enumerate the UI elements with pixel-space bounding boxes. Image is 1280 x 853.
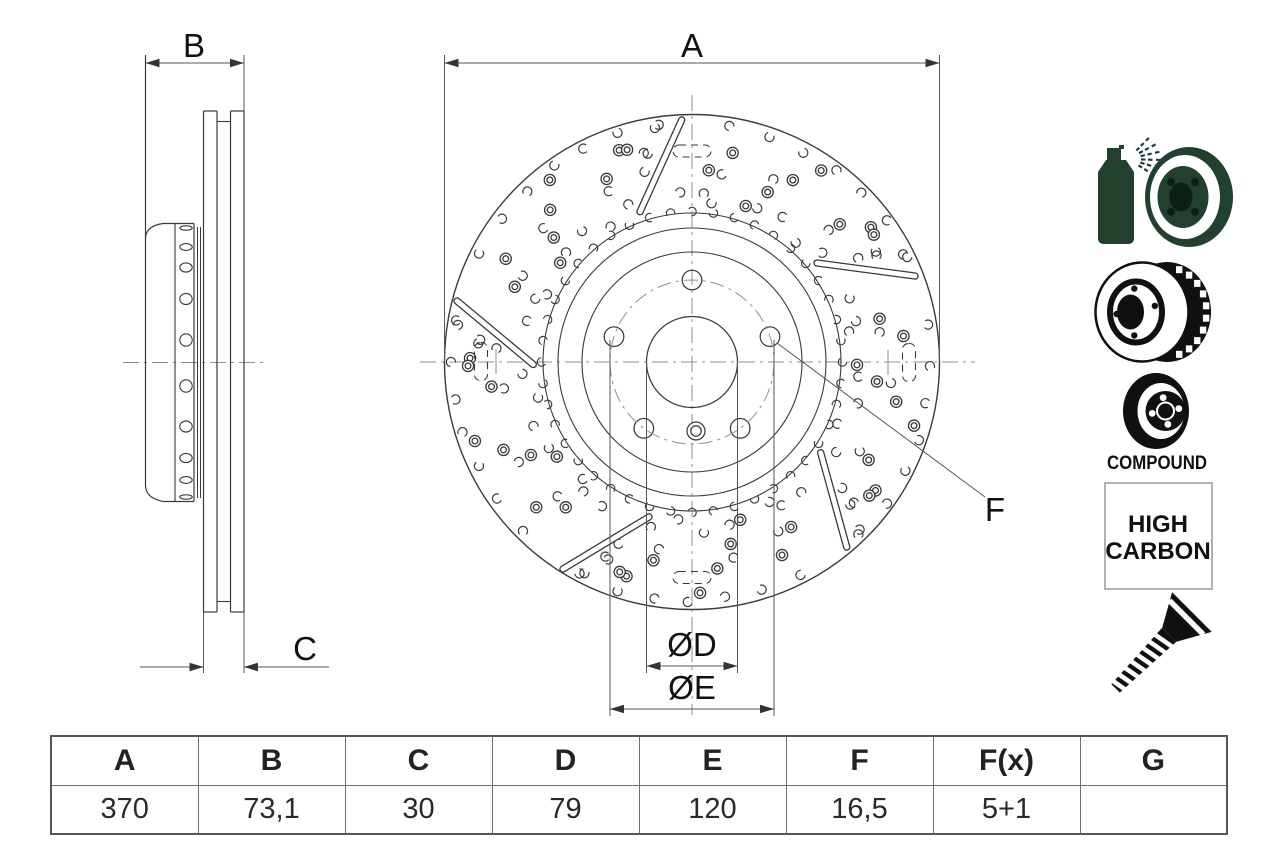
high-carbon-line1: HIGH bbox=[1128, 511, 1188, 538]
brake-disc-technical-drawing: A B C ØD ØE F COMPOUND HIGH CARBON bbox=[123, 27, 1233, 716]
dim-value: 73,1 bbox=[197, 785, 346, 835]
dim-label-outer-diameter: A bbox=[681, 27, 703, 64]
col-header: E bbox=[638, 735, 787, 786]
dimension-table: A B C D E F F(x) G 370 73,1 30 79 120 16… bbox=[50, 735, 1228, 835]
vented-disc-icon bbox=[1094, 261, 1211, 363]
dim-value: 16,5 bbox=[785, 785, 934, 835]
property-icons bbox=[1094, 137, 1233, 697]
compound-disc-icon bbox=[1123, 373, 1189, 449]
dim-value: 79 bbox=[491, 785, 640, 835]
dim-value: 5+1 bbox=[932, 785, 1081, 835]
dim-value bbox=[1079, 785, 1228, 835]
col-header: F bbox=[785, 735, 934, 786]
dim-label-thickness: C bbox=[293, 630, 317, 667]
dimension-table-header: A B C D E F F(x) G bbox=[50, 735, 1228, 786]
dimension-table-body: 370 73,1 30 79 120 16,5 5+1 bbox=[50, 785, 1228, 835]
countersunk-screw-icon bbox=[1104, 592, 1212, 697]
dim-label-bolt-hole: F bbox=[985, 491, 1005, 528]
col-header: D bbox=[491, 735, 640, 786]
col-header: G bbox=[1079, 735, 1228, 786]
col-header: A bbox=[50, 735, 199, 786]
col-header: C bbox=[344, 735, 493, 786]
high-carbon-line2: CARBON bbox=[1105, 538, 1210, 565]
dim-label-bore-diameter: ØD bbox=[667, 626, 717, 663]
dim-value: 120 bbox=[638, 785, 787, 835]
dim-value: 370 bbox=[50, 785, 199, 835]
dim-value: 30 bbox=[344, 785, 493, 835]
dimension-lines bbox=[140, 55, 986, 716]
dim-label-pitch-circle: ØE bbox=[668, 669, 716, 706]
col-header: F(x) bbox=[932, 735, 1081, 786]
compound-label: COMPOUND bbox=[1107, 453, 1207, 474]
high-carbon-box bbox=[1104, 482, 1213, 590]
high-carbon-badge: HIGH CARBON bbox=[1104, 482, 1213, 590]
col-header: B bbox=[197, 735, 346, 786]
front-view bbox=[443, 113, 941, 611]
dimension-values-row: 370 73,1 30 79 120 16,5 5+1 bbox=[50, 785, 1228, 835]
spray-coating-icon bbox=[1098, 137, 1233, 247]
side-section-view bbox=[144, 55, 245, 613]
dim-label-total-height: B bbox=[183, 27, 205, 64]
